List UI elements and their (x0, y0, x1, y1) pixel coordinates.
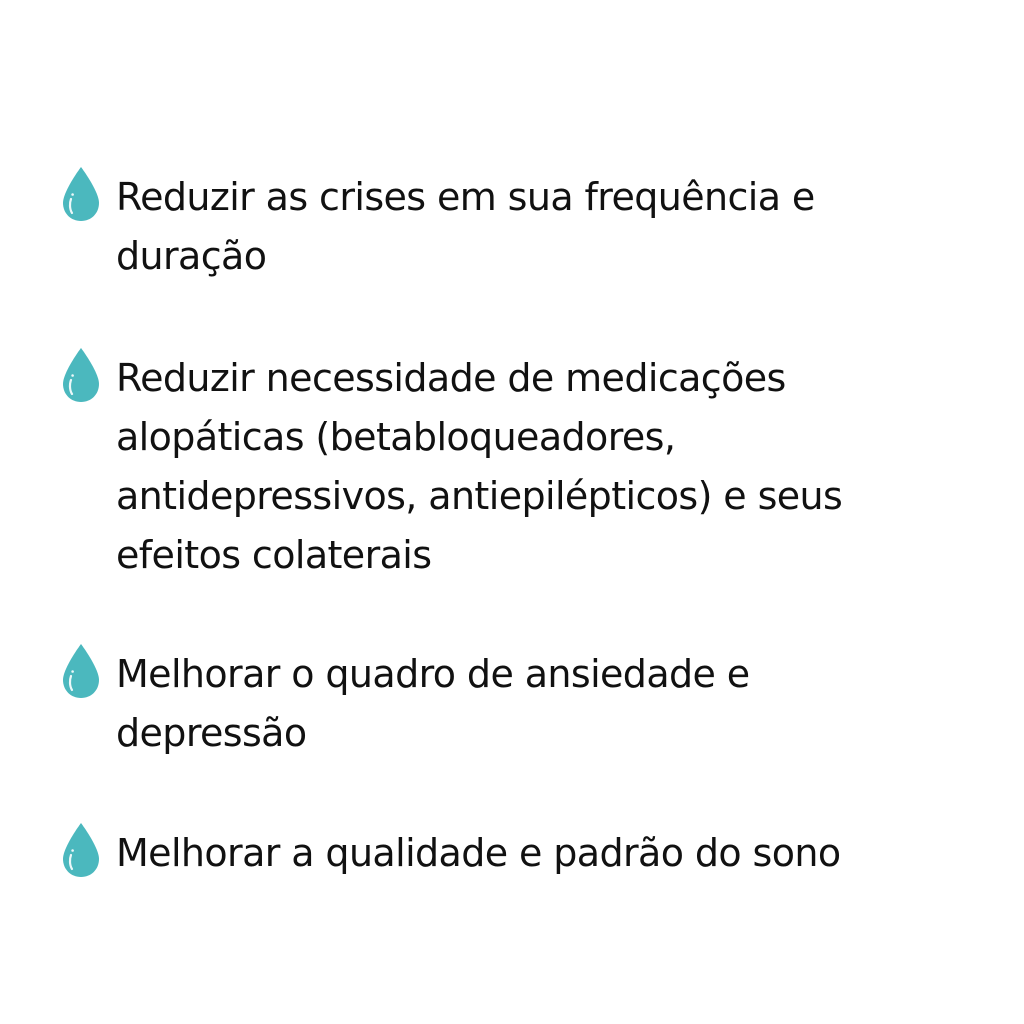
water-drop-icon (63, 823, 99, 877)
water-drop-icon (63, 348, 99, 402)
item-text: Reduzir as crises em sua frequência e du… (116, 175, 815, 278)
item-text: Reduzir necessidade de medicações alopát… (116, 356, 843, 577)
water-drop-icon (63, 644, 99, 698)
item-text: Melhorar a qualidade e padrão do sono (116, 831, 841, 875)
water-drop-icon (63, 167, 99, 221)
item-text: Melhorar o quadro de ansiedade e depress… (116, 652, 750, 755)
